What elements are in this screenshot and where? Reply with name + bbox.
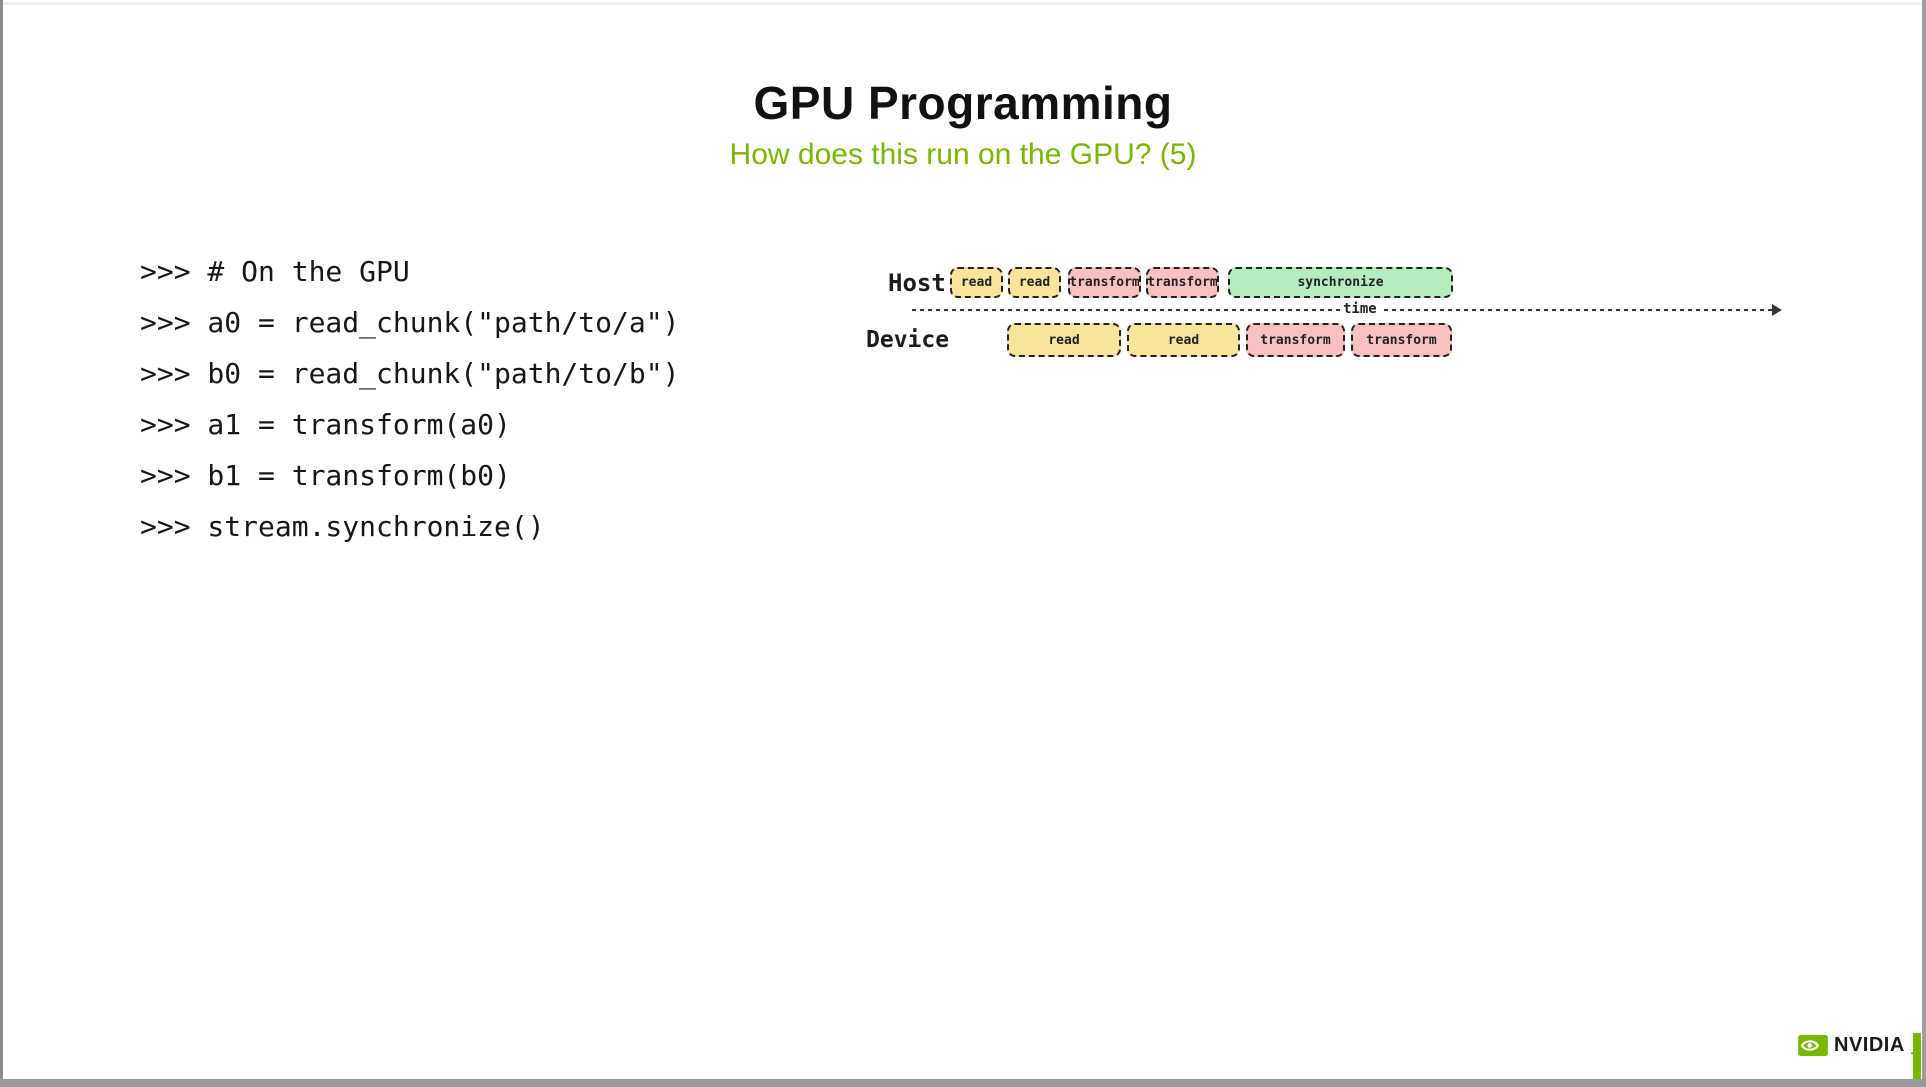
frame-left-edge bbox=[0, 0, 3, 1087]
page-title: GPU Programming bbox=[753, 77, 1173, 129]
read-task-box: read bbox=[1007, 323, 1121, 357]
green-accent-bar bbox=[1913, 1033, 1921, 1079]
transform-task-box: transform bbox=[1351, 323, 1452, 357]
nvidia-logo: NVIDIA . bbox=[1798, 1032, 1913, 1058]
frame-right-edge bbox=[1922, 0, 1926, 1087]
code-line: >>> a0 = read_chunk("path/to/a") bbox=[140, 306, 680, 339]
transform-task-box: transform bbox=[1146, 267, 1219, 298]
transform-task-box: transform bbox=[1068, 267, 1141, 298]
time-axis-arrowhead-icon bbox=[1772, 304, 1782, 316]
code-block: >>> # On the GPU >>> a0 = read_chunk("pat… bbox=[140, 246, 679, 552]
transform-task-box: transform bbox=[1246, 323, 1345, 357]
read-task-box: read bbox=[1008, 267, 1061, 298]
code-line: >>> b0 = read_chunk("path/to/b") bbox=[140, 357, 680, 390]
read-task-box: read bbox=[1127, 323, 1240, 357]
nvidia-trademark-dot: . bbox=[1911, 1046, 1914, 1056]
frame-top-line bbox=[0, 2, 1926, 5]
code-line: >>> b1 = transform(b0) bbox=[140, 459, 511, 492]
host-lane-label: Host bbox=[888, 268, 946, 297]
synchronize-task-box: synchronize bbox=[1228, 267, 1453, 298]
nvidia-wordmark: NVIDIA bbox=[1834, 1034, 1905, 1056]
frame-bottom-edge bbox=[0, 1079, 1926, 1087]
nvidia-eye-icon bbox=[1798, 1034, 1828, 1056]
time-axis-label: time bbox=[1340, 301, 1380, 317]
page-subtitle: How does this run on the GPU? (5) bbox=[729, 138, 1197, 171]
code-line: >>> a1 = transform(a0) bbox=[140, 408, 511, 441]
code-line: >>> # On the GPU bbox=[140, 255, 410, 288]
time-axis-line bbox=[912, 309, 1772, 311]
read-task-box: read bbox=[950, 267, 1003, 298]
device-lane-label: Device bbox=[866, 327, 950, 353]
code-line: >>> stream.synchronize() bbox=[140, 510, 545, 543]
